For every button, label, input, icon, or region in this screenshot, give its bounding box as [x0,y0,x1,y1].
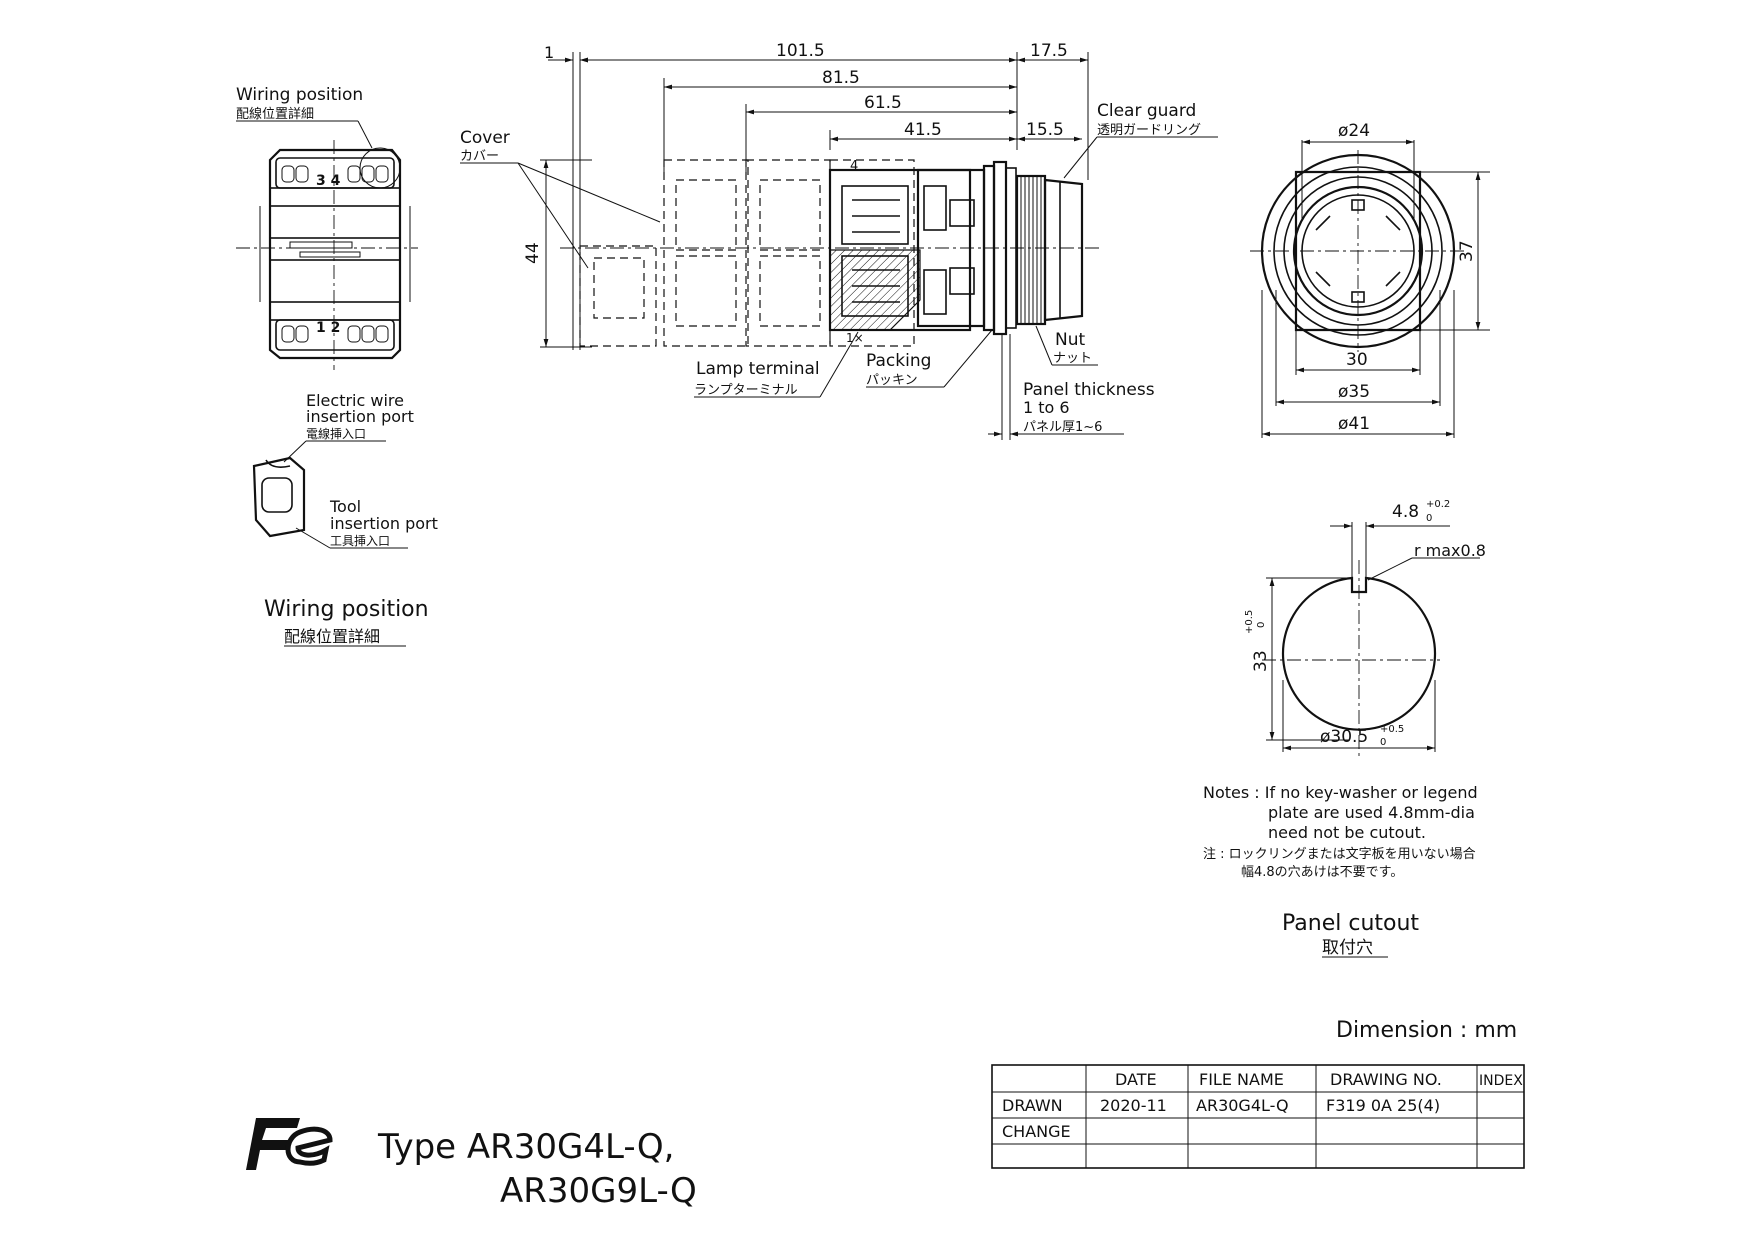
tb-drawn-file: AR30G4L-Q [1196,1096,1289,1115]
insertion-port-detail: Electric wire insertion port 電線挿入口 Tool … [252,391,438,647]
nut-label-en: Nut [1055,330,1085,350]
title-block: DATE FILE NAME DRAWING NO. INDEX DRAWN 2… [991,1064,1525,1169]
note-line-1: Notes : If no key-washer or legend [1203,783,1478,802]
electric-wire-label-1: Electric wire [306,391,404,410]
lamp-terminal-label-jp: ランプターミナル [694,383,798,398]
cutout-key-tol-upper: +0.2 [1426,499,1450,510]
terminal-label-4: 4 [850,159,858,174]
dim-41-5: 41.5 [904,120,942,140]
cutout-dia-tol-upper: +0.5 [1380,724,1404,735]
cutout-caption-jp: 取付穴 [1322,938,1373,958]
side-view: 1 101.5 17.5 81.5 61.5 41.5 15.5 44 [460,41,1218,440]
terminal-holes-top [281,165,389,183]
wiring-callout-jp: 配線位置詳細 [236,106,314,122]
lamp-terminal-label-en: Lamp terminal [696,359,820,379]
wiring-caption-en: Wiring position [264,597,429,622]
dim-81-5: 81.5 [822,68,860,88]
tb-drawn-number: F319 0A 25(4) [1326,1096,1440,1115]
clear-guard-label-en: Clear guard [1097,101,1196,121]
note-line-3: need not be cutout. [1268,823,1426,842]
terminal-holes-bottom [281,325,389,343]
dim-44: 44 [523,242,543,264]
wiring-caption-jp: 配線位置詳細 [284,627,380,646]
cutout-diameter: ø30.5 [1320,727,1368,747]
tool-port-label-jp: 工具挿入口 [330,534,390,548]
panel-thickness-jp: パネル厚1~6 [1023,420,1102,435]
electric-wire-label-jp: 電線挿入口 [306,426,366,441]
product-title: Type AR30G4L-Q, AR30G9L-Q [246,1118,697,1211]
cutout-key-tol-lower: 0 [1426,513,1432,524]
nut-knurl [1020,176,1042,324]
panel-cutout-view: 4.8 +0.2 0 r max0.8 33 +0.5 0 ø30.5 +0.5… [1244,499,1486,760]
cover-label-en: Cover [460,128,510,148]
terminal-numbers-bottom: 1 2 [316,320,340,336]
terminal-numbers-top: 3 4 [316,173,341,189]
dim-101-5: 101.5 [776,41,825,61]
cutout-height: 33 [1251,650,1271,672]
tb-row-change: CHANGE [1002,1122,1071,1141]
panel-thickness-label: Panel thickness [1023,380,1155,400]
dim-61-5: 61.5 [864,93,902,113]
cover-label-jp: カバー [460,149,499,164]
note-jp-line-1: 注 : ロックリングまたは文字板を用いない場合 [1203,847,1476,862]
tool-port-label-2: insertion port [330,514,438,533]
front-w-30: 30 [1346,350,1368,370]
electric-wire-label-2: insertion port [306,407,414,426]
type-line-1: Type AR30G4L-Q, [377,1127,674,1167]
clear-guard-label-jp: 透明ガードリング [1097,123,1201,138]
front-dia-35: ø35 [1338,382,1370,402]
tb-header-file: FILE NAME [1199,1070,1284,1089]
note-line-2: plate are used 4.8mm-dia [1268,803,1475,822]
notes-block: Notes : If no key-washer or legend plate… [1203,783,1517,1043]
nut-label-jp: ナット [1053,351,1092,366]
front-view: ø24 37 30 ø35 ø41 [1250,121,1490,438]
packing-label-jp: パッキン [866,373,918,388]
cutout-radius: r max0.8 [1414,541,1486,560]
cutout-height-tol-upper: +0.5 [1244,610,1255,634]
tb-header-date: DATE [1115,1070,1157,1089]
tool-port-label-1: Tool [329,497,361,516]
fuji-electric-logo [246,1118,333,1170]
dimension-unit: Dimension : mm [1336,1018,1517,1043]
front-dia-41: ø41 [1338,414,1370,434]
dim-17-5: 17.5 [1030,41,1068,61]
tb-row-drawn: DRAWN [1002,1096,1063,1115]
lamp-terminal-section [829,249,921,331]
note-jp-line-2: 幅4.8の穴あけは不要です。 [1241,865,1403,880]
cutout-height-tol-lower: 0 [1256,622,1267,628]
cutout-caption-en: Panel cutout [1282,911,1419,936]
cutout-dia-tol-lower: 0 [1380,737,1386,748]
tb-header-index: INDEX [1479,1073,1523,1089]
packing-label-en: Packing [866,351,931,371]
cutout-key-width: 4.8 [1392,502,1419,522]
front-dia-24: ø24 [1338,121,1370,141]
panel-thickness-range: 1 to 6 [1023,398,1070,417]
front-h-37: 37 [1457,240,1477,262]
dim-15-5: 15.5 [1026,120,1064,140]
type-line-2: AR30G9L-Q [500,1171,697,1211]
tb-drawn-date: 2020-11 [1100,1096,1167,1115]
wiring-detail-view: Wiring position 配線位置詳細 3 4 1 2 [236,85,418,370]
wiring-callout-en: Wiring position [236,85,363,105]
dim-1: 1 [544,43,554,62]
tb-header-drawing: DRAWING NO. [1330,1070,1442,1089]
